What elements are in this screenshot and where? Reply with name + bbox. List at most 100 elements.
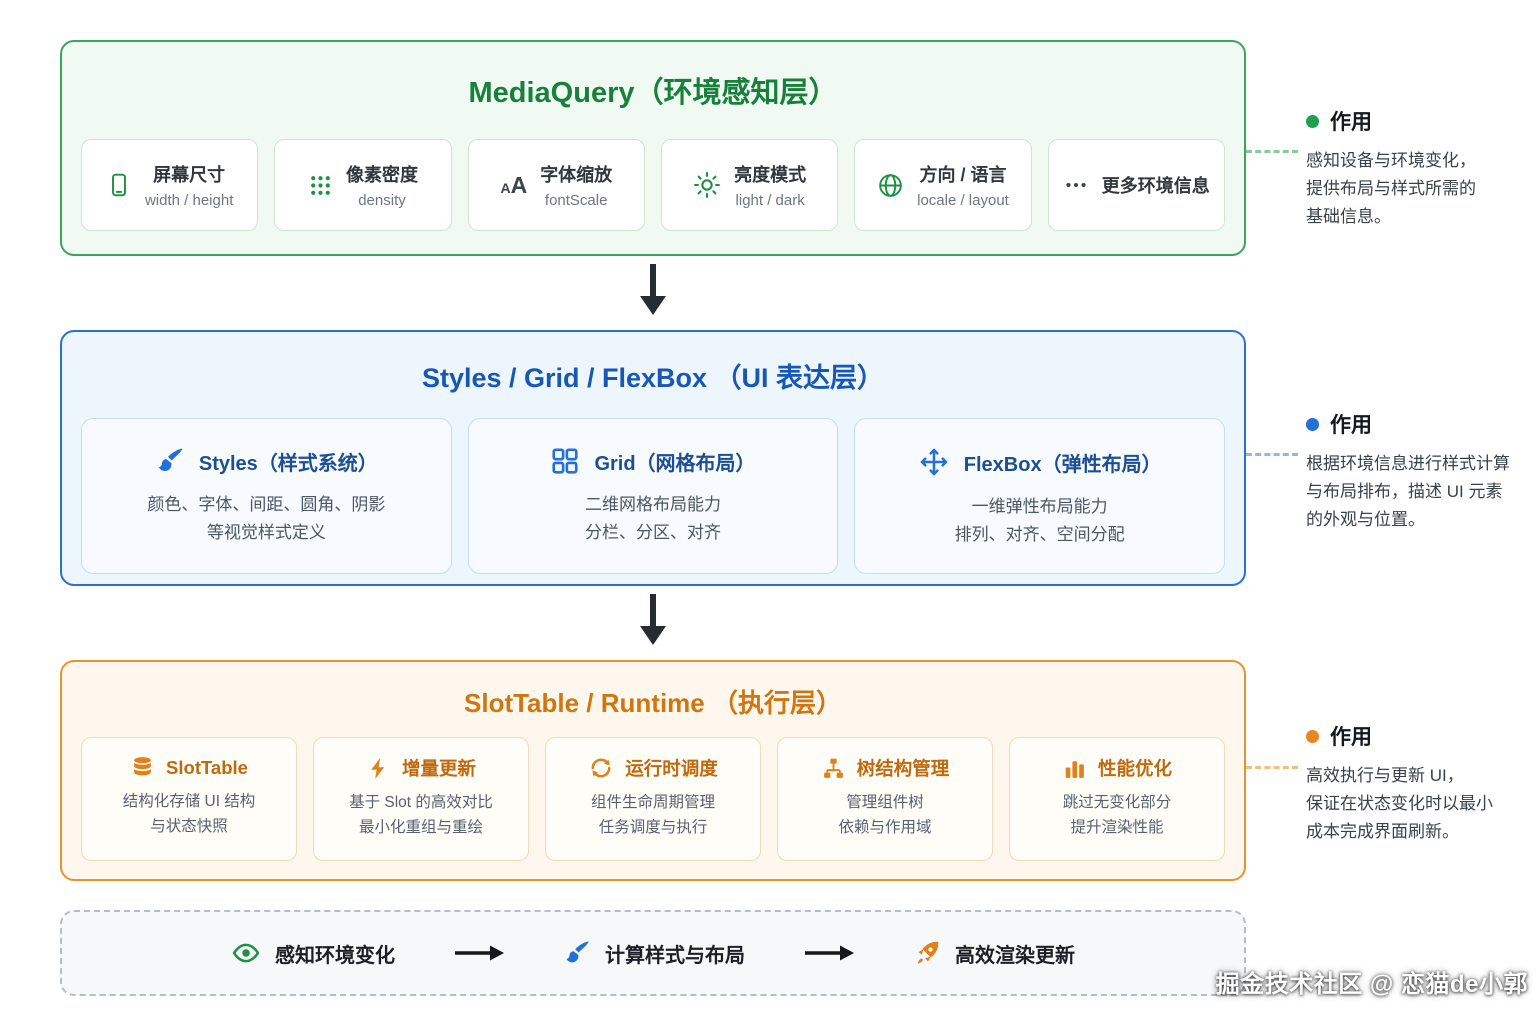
- card-title: 屏幕尺寸: [153, 165, 226, 185]
- annotation-line: 高效执行与更新 UI，: [1306, 766, 1464, 785]
- bar-chart-icon: [1062, 756, 1087, 781]
- card-desc-line: 等视觉样式定义: [206, 523, 326, 543]
- layer-runtime-title: SlotTable / Runtime （执行层）: [464, 688, 842, 718]
- card-runtime-scheduling: 运行时调度 组件生命周期管理 任务调度与执行: [545, 737, 761, 861]
- layer-runtime: SlotTable / Runtime （执行层） SlotTable 结构化存…: [60, 660, 1246, 881]
- layer-mediaquery: MediaQuery（环境感知层） 屏幕尺寸 width / height: [60, 40, 1246, 256]
- card-subtitle: light / dark: [735, 192, 805, 209]
- card-tree-management: 树结构管理 管理组件树 依赖与作用域: [777, 737, 993, 861]
- card-title: FlexBox（弹性布局）: [963, 453, 1162, 476]
- card-title: 字体缩放: [540, 165, 613, 185]
- flow-summary-bar: 感知环境变化 计算样式与布局 高效渲染更新: [60, 910, 1246, 996]
- card-subtitle: density: [358, 192, 406, 209]
- card-brightness-mode: 亮度模式 light / dark: [660, 139, 839, 231]
- card-title: 方向 / 语言: [919, 165, 1007, 185]
- card-desc-line: 依赖与作用域: [838, 819, 932, 837]
- card-desc-line: 二维网格布局能力: [585, 495, 721, 514]
- green-dot-icon: [1306, 114, 1319, 128]
- annotation-line: 保证在状态变化时以最小: [1306, 793, 1493, 813]
- layer-ui-expression: Styles / Grid / FlexBox （UI 表达层） Styles（…: [60, 330, 1246, 586]
- card-desc-line: 组件生命周期管理: [590, 794, 715, 811]
- connector-runtime: [1246, 766, 1298, 769]
- eye-icon: [231, 938, 261, 968]
- lightning-icon: [366, 756, 391, 781]
- tree-icon: [821, 756, 846, 781]
- watermark: 掘金技术社区 @ 恋猫de小郭: [1215, 971, 1528, 998]
- connector-ui: [1246, 453, 1298, 456]
- blue-dot-icon: [1306, 417, 1319, 431]
- annotation-line: 提供布局与样式所需的: [1306, 178, 1476, 198]
- globe-icon: [877, 172, 904, 199]
- brush-icon: [563, 939, 591, 967]
- annotation-line: 感知设备与环境变化，: [1306, 151, 1476, 170]
- card-slottable: SlotTable 结构化存储 UI 结构 与状态快照: [81, 737, 297, 861]
- card-screen-size: 屏幕尺寸 width / height: [81, 139, 259, 231]
- card-title: SlotTable: [166, 756, 248, 778]
- annotation-line: 基础信息。: [1306, 206, 1391, 226]
- card-desc-line: 最小化重组与重绘: [358, 819, 483, 837]
- card-title: 性能优化: [1097, 758, 1172, 779]
- flow-item-render: 高效渲染更新: [913, 939, 1075, 968]
- pixel-density-icon: [308, 173, 333, 198]
- runtime-cards: SlotTable 结构化存储 UI 结构 与状态快照 增量更新 基于 Slot…: [62, 737, 1244, 861]
- arrow-down-icon: [640, 594, 666, 645]
- card-desc-line: 分栏、分区、对齐: [585, 523, 721, 543]
- connector-env: [1246, 150, 1298, 153]
- card-desc-line: 结构化存储 UI 结构: [122, 793, 256, 810]
- move-arrows-icon: [918, 446, 950, 478]
- arrow-down-icon: [640, 264, 666, 315]
- annotation-line: 成本完成界面刷新。: [1306, 821, 1459, 841]
- arrow-env-to-ui: [60, 262, 1246, 316]
- layer-mediaquery-title: MediaQuery（环境感知层）: [468, 77, 838, 109]
- arrow-right-icon: [805, 945, 854, 961]
- card-desc-line: 颜色、字体、间距、圆角、阴影: [147, 495, 386, 514]
- flow-item-sense: 感知环境变化: [231, 938, 395, 968]
- card-desc-line: 任务调度与执行: [598, 819, 708, 837]
- card-desc-line: 提升渲染性能: [1070, 819, 1164, 837]
- card-title: 树结构管理: [856, 758, 950, 779]
- annotation-line: 根据环境信息进行样式计算: [1306, 454, 1510, 473]
- card-desc-line: 管理组件树: [846, 794, 924, 811]
- annotation-ui: 作用 根据环境信息进行样式计算 与布局排布，描述 UI 元素 的外观与位置。: [1306, 409, 1534, 534]
- card-desc-line: 基于 Slot 的高效对比: [349, 794, 493, 811]
- card-title: 更多环境信息: [1101, 176, 1210, 196]
- flow-label: 计算样式与布局: [605, 944, 745, 967]
- card-subtitle: locale / layout: [917, 192, 1009, 209]
- annotation-line: 的外观与位置。: [1306, 509, 1425, 529]
- card-desc-line: 排列、对齐、空间分配: [954, 525, 1125, 545]
- card-styles: Styles（样式系统） 颜色、字体、间距、圆角、阴影 等视觉样式定义: [81, 418, 452, 574]
- card-incremental-update: 增量更新 基于 Slot 的高效对比 最小化重组与重绘: [313, 737, 529, 861]
- layer-ui-title: Styles / Grid / FlexBox （UI 表达层）: [421, 363, 885, 393]
- card-desc-line: 与状态快照: [150, 818, 228, 836]
- card-title: 增量更新: [401, 758, 476, 779]
- card-subtitle: fontScale: [544, 192, 608, 209]
- flow-label: 感知环境变化: [275, 944, 395, 967]
- annotation-label: 作用: [1330, 726, 1372, 749]
- card-title: Styles（样式系统）: [198, 452, 378, 475]
- card-performance-optimization: 性能优化 跳过无变化部分 提升渲染性能: [1009, 737, 1225, 861]
- card-title: 亮度模式: [734, 165, 807, 185]
- card-more-env-info: 更多环境信息: [1047, 139, 1225, 231]
- orange-dot-icon: [1306, 729, 1319, 743]
- card-title: 运行时调度: [625, 758, 718, 779]
- arrow-right-icon: [455, 945, 504, 961]
- rocket-icon: [913, 939, 941, 967]
- flow-label: 高效渲染更新: [955, 944, 1075, 967]
- annotation-env: 作用 感知设备与环境变化， 提供布局与样式所需的 基础信息。: [1306, 106, 1534, 231]
- annotation-label: 作用: [1330, 414, 1372, 437]
- annotation-line: 与布局排布，描述 UI 元素: [1306, 481, 1503, 501]
- card-pixel-density: 像素密度 density: [274, 139, 452, 231]
- annotation-runtime: 作用 高效执行与更新 UI， 保证在状态变化时以最小 成本完成界面刷新。: [1306, 721, 1534, 846]
- brightness-icon: [693, 171, 721, 199]
- card-flexbox: FlexBox（弹性布局） 一维弹性布局能力 排列、对齐、空间分配: [854, 418, 1226, 574]
- annotation-label: 作用: [1330, 111, 1372, 134]
- ui-cards: Styles（样式系统） 颜色、字体、间距、圆角、阴影 等视觉样式定义 Grid…: [62, 418, 1244, 574]
- card-desc-line: 跳过无变化部分: [1062, 794, 1172, 811]
- brush-icon: [155, 446, 185, 476]
- card-subtitle: width / height: [144, 192, 234, 209]
- card-title: 像素密度: [345, 165, 418, 185]
- card-desc-line: 一维弹性布局能力: [971, 497, 1108, 516]
